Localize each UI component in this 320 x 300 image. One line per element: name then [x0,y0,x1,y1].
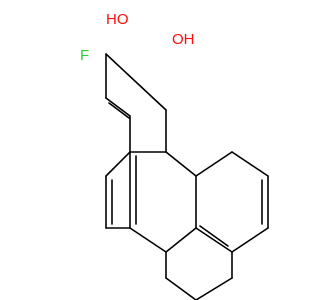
hydroxyl-label-2: OH [172,31,195,48]
bond [165,227,197,253]
bond [105,97,131,117]
bond [129,227,167,253]
bond [231,151,269,177]
bond [231,227,269,253]
bond [108,102,130,119]
bond [195,151,233,177]
bond-lines [105,53,269,300]
bond [165,151,197,177]
bond [195,277,233,300]
bond [165,277,197,300]
bond [199,225,229,247]
bond [195,227,233,253]
atom-labels: F HO OH [80,11,195,64]
molecule-structure: F HO OH [80,11,269,300]
hydroxyl-label-1: HO [106,11,129,28]
fluorine-label: F [80,47,89,64]
bond [105,151,131,177]
bond [105,53,167,111]
